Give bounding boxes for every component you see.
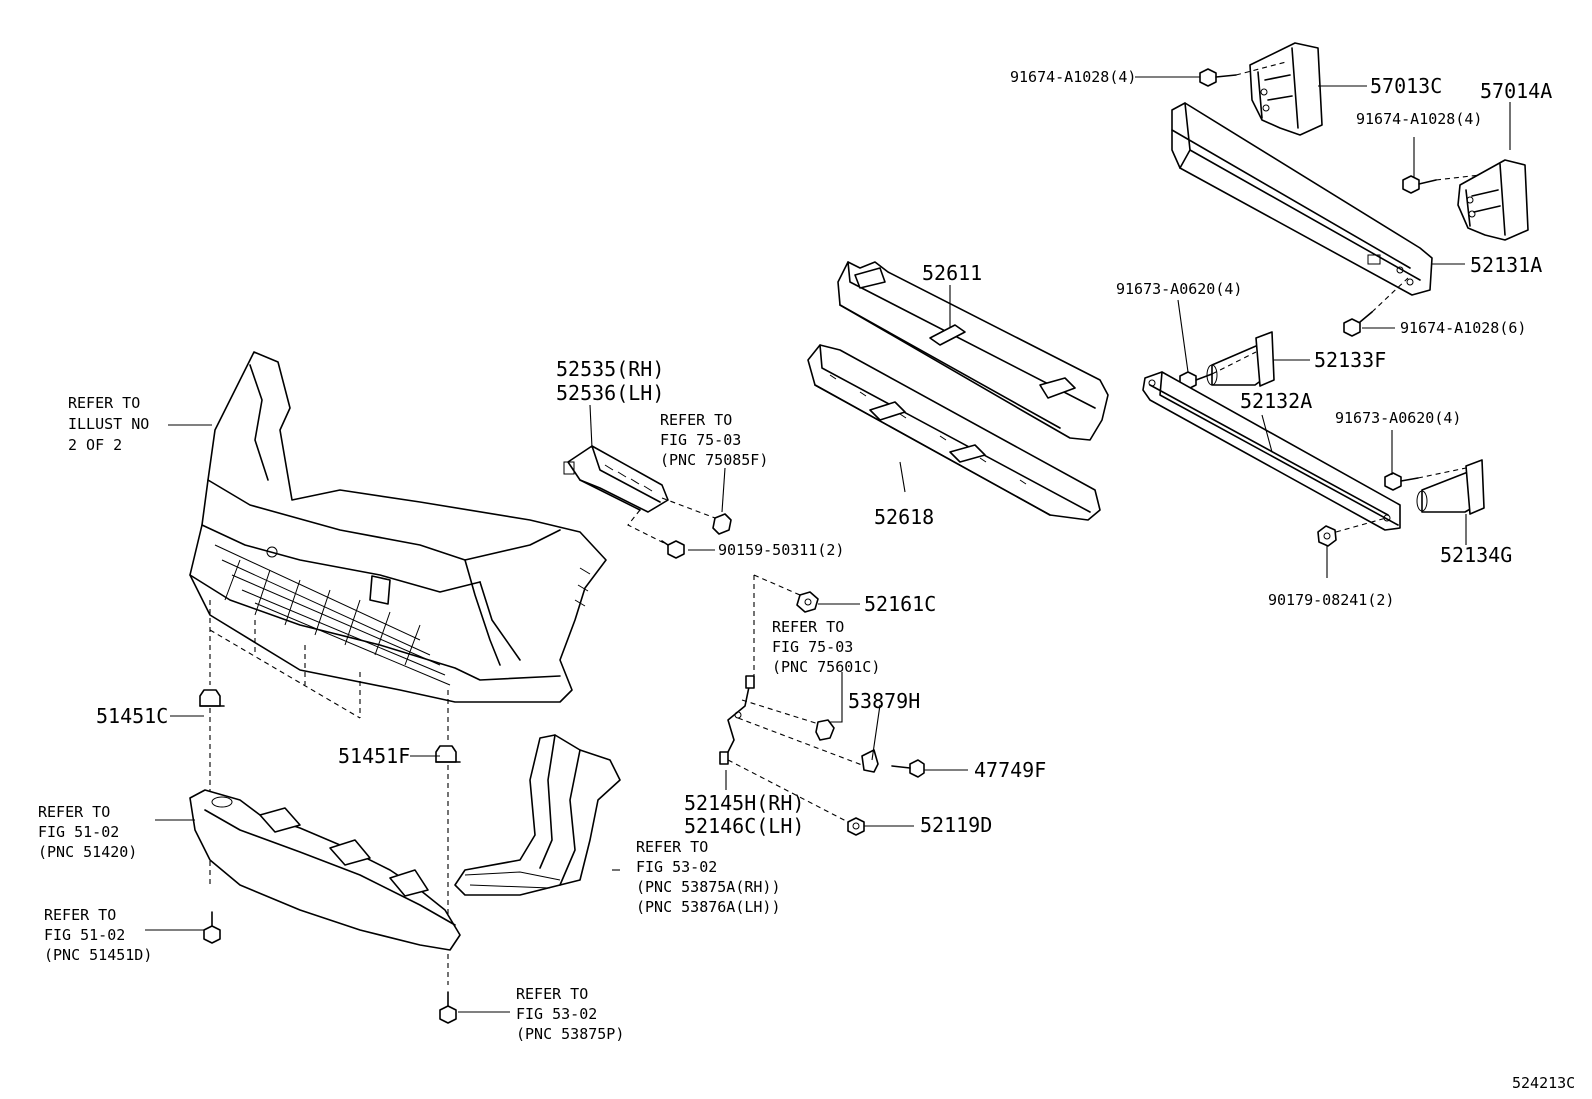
label-52161c: 52161C <box>864 592 936 616</box>
ref-53875p-line2: FIG 53-02 <box>516 1005 597 1023</box>
label-52133f: 52133F <box>1314 348 1386 372</box>
dash-line <box>1211 351 1257 375</box>
ref-75085f-line2: FIG 75-03 <box>660 431 741 449</box>
label-52146c: 52146C(LH) <box>684 814 804 838</box>
ref-53875p-line1: REFER TO <box>516 985 588 1003</box>
label-91674-a1028-right: 91674-A1028(4) <box>1356 110 1482 128</box>
ref-75085f-line1: REFER TO <box>660 411 732 429</box>
nut-52119d-drawing <box>847 817 865 836</box>
clip-51451c-drawing <box>199 689 225 707</box>
ref-51451d-line1: REFER TO <box>44 906 116 924</box>
label-51451c: 51451C <box>96 704 168 728</box>
bracket-52145h-drawing <box>719 675 755 765</box>
label-52131a: 52131A <box>1470 253 1542 277</box>
ref-75601c-line1: REFER TO <box>772 618 844 636</box>
ref-53875a-line2: FIG 53-02 <box>636 858 717 876</box>
label-52536: 52536(LH) <box>556 381 664 405</box>
ref-75601c-line2: FIG 75-03 <box>772 638 853 656</box>
screw-53875p-drawing <box>439 991 457 1024</box>
absorber-52618-drawing <box>807 344 1101 521</box>
label-57013c: 57013C <box>1370 74 1442 98</box>
dash-line <box>1235 61 1481 313</box>
bolt-91674-a1028-right-drawing <box>1402 175 1437 194</box>
label-57014a: 57014A <box>1480 79 1552 103</box>
diagram-id: 524213C <box>1512 1074 1575 1092</box>
bracket-57014a-drawing <box>1457 159 1529 241</box>
ref-53875a-line1: REFER TO <box>636 838 708 856</box>
label-52611: 52611 <box>922 261 982 285</box>
crash-box-52134g-drawing <box>1416 459 1485 515</box>
ref-53875a-line3: (PNC 53875A(RH)) <box>636 878 781 896</box>
label-91674-a1028-top: 91674-A1028(4) <box>1010 68 1136 86</box>
absorber-52611-drawing <box>837 261 1109 441</box>
bumper-cover-drawing <box>189 351 607 703</box>
nut-90179-08241-drawing <box>1317 525 1337 547</box>
crash-box-52133f-drawing <box>1206 331 1275 387</box>
ref-53875a-line4: (PNC 53876A(LH)) <box>636 898 781 916</box>
ref-75085f-line3: (PNC 75085F) <box>660 451 768 469</box>
clip-75601c-drawing <box>815 719 835 741</box>
ref-51451d-line2: FIG 51-02 <box>44 926 125 944</box>
label-52535: 52535(RH) <box>556 357 664 381</box>
label-91674-a1028-lower: 91674-A1028(6) <box>1400 319 1526 337</box>
dash-line <box>1417 467 1467 479</box>
retainer-52535-drawing <box>563 445 669 513</box>
ref-75601c-line3: (PNC 75601C) <box>772 658 880 676</box>
label-52134g: 52134G <box>1440 543 1512 567</box>
ref-51420-line2: FIG 51-02 <box>38 823 119 841</box>
under-cover-51420-drawing <box>189 789 461 951</box>
label-53879h: 53879H <box>848 689 920 713</box>
label-47749f: 47749F <box>974 758 1046 782</box>
clip-53879h-drawing <box>861 749 879 773</box>
clip-51451f-drawing <box>435 745 461 763</box>
ref-illust-line2: ILLUST NO <box>68 415 149 433</box>
clip-52161c-drawing <box>796 591 819 613</box>
dash-line <box>209 600 449 985</box>
bolt-91673-a0620-b-drawing <box>1384 472 1419 491</box>
label-91673-a0620-b: 91673-A0620(4) <box>1335 409 1461 427</box>
ref-53875p-line3: (PNC 53875P) <box>516 1025 624 1043</box>
screw-90159-50311-drawing <box>661 540 685 559</box>
label-51451f: 51451F <box>338 744 410 768</box>
screw-51451d-drawing <box>203 911 221 944</box>
label-52132a: 52132A <box>1240 389 1312 413</box>
reinforcement-52131a-drawing <box>1171 102 1433 296</box>
label-52119d: 52119D <box>920 813 992 837</box>
label-90179-08241: 90179-08241(2) <box>1268 591 1394 609</box>
label-90159-50311: 90159-50311(2) <box>718 541 844 559</box>
ref-illust-line1: REFER TO <box>68 394 140 412</box>
bolt-91674-a1028-lower-drawing <box>1343 311 1373 337</box>
clip-75085f-drawing <box>712 513 732 535</box>
bolt-91674-a1028-top-drawing <box>1199 68 1237 87</box>
label-52145h: 52145H(RH) <box>684 791 804 815</box>
screw-47749f-drawing <box>891 759 925 778</box>
fender-liner-53875a-drawing <box>454 734 621 896</box>
ref-51420-line3: (PNC 51420) <box>38 843 137 861</box>
label-91673-a0620-a: 91673-A0620(4) <box>1116 280 1242 298</box>
ref-illust-line3: 2 OF 2 <box>68 436 122 454</box>
ref-51420-line1: REFER TO <box>38 803 110 821</box>
ref-51451d-line3: (PNC 51451D) <box>44 946 152 964</box>
bracket-57013c-drawing <box>1249 42 1323 136</box>
dash-line <box>627 497 716 546</box>
label-52618: 52618 <box>874 505 934 529</box>
leader-lines <box>145 76 1511 1013</box>
